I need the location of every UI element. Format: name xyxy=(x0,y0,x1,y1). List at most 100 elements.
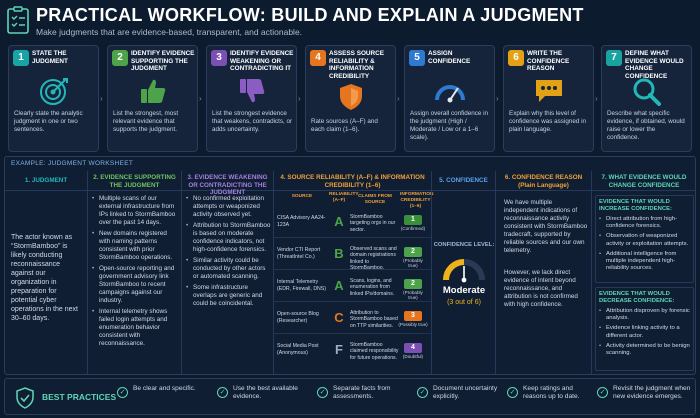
best-practice-item: ✓Document uncertainty explicitly. xyxy=(417,384,511,410)
step-description: Clearly state the analytic judgment in o… xyxy=(14,110,83,133)
confidence-reason-column: 6. CONFIDENCE REASON (Plain Language) We… xyxy=(495,171,591,374)
step-title: IDENTIFY EVIDENCE WEAKENING OR CONTRADIC… xyxy=(230,50,294,73)
source-name: CISA Advisory AA24-123A xyxy=(277,215,326,228)
credibility-label: (Confirmed) xyxy=(400,226,426,231)
decrease-list: Attribution disproven by forensic analys… xyxy=(599,308,690,357)
step-title: DEFINE WHAT EVIDENCE WOULD CHANGE CONFID… xyxy=(625,50,684,80)
list-item: Observation of weaponized activity or ex… xyxy=(599,233,690,247)
credibility-label: (Doubtful) xyxy=(402,354,424,359)
column-heading: 4. SOURCE RELIABILITY (A–F) & INFORMATIO… xyxy=(274,171,431,191)
list-item: Internal telemetry shows failed login at… xyxy=(92,308,179,348)
credibility-badge: 3 xyxy=(404,311,422,321)
step-number: 5 xyxy=(409,50,425,66)
step-title: STATE THE JUDGMENT xyxy=(32,50,68,65)
speech-bubble-icon xyxy=(536,80,562,102)
best-practice-item: ✓Revisit the judgment when new evidence … xyxy=(597,384,695,410)
step-number: 7 xyxy=(606,50,622,66)
step-number: 3 xyxy=(211,50,227,66)
list-item: Additional intelligence from multiple in… xyxy=(599,251,690,273)
confidence-level-label: CONFIDENCE LEVEL: xyxy=(433,242,495,248)
increase-confidence-box: EVIDENCE THAT WOULD INCREASE CONFIDENCE:… xyxy=(595,195,694,283)
source-name: Internal Telemetry (EDR, Firewall, DNS) xyxy=(277,279,326,292)
step-4: 4 ASSESS SOURCE RELIABILITY & INFORMATIO… xyxy=(305,45,396,152)
step-description: Describe what specific evidence, if obta… xyxy=(607,110,685,141)
table-row: CISA Advisory AA24-123A A StormBamboo ta… xyxy=(274,211,431,238)
column-heading: 6. CONFIDENCE REASON (Plain Language) xyxy=(496,171,591,191)
credibility-label: (Probably true) xyxy=(403,258,423,268)
reliability-rating: C xyxy=(334,310,344,325)
column-heading: 1. JUDGMENT xyxy=(5,171,87,191)
source-claim: StormBamboo targeting orgs in our sector… xyxy=(350,214,396,233)
column-heading: 3. EVIDENCE WEAKENING OR CONTRADICTING T… xyxy=(182,171,273,196)
box-heading: EVIDENCE THAT WOULD INCREASE CONFIDENCE: xyxy=(599,199,672,212)
list-item: Similar activity could be conducted by o… xyxy=(186,257,271,281)
heading-line: 6. CONFIDENCE REASON xyxy=(504,174,583,181)
step-1: 1 STATE THE JUDGMENT Clearly state the a… xyxy=(8,45,99,152)
list-item: Multiple scans of our external infrastru… xyxy=(92,195,179,227)
step-number: 2 xyxy=(112,50,128,66)
best-practice-item: ✓Separate facts from assessments. xyxy=(317,384,411,410)
step-description: Assign overall confidence in the judgmen… xyxy=(410,110,489,141)
increase-list: Direct attribution from high-confidence … xyxy=(599,216,690,272)
confidence-reason-paragraph: However, we lack direct evidence of inte… xyxy=(504,269,578,308)
column-heading: 5. CONFIDENCE xyxy=(432,171,495,191)
list-item: Evidence linking activity to a different… xyxy=(599,325,690,339)
source-claim: Attribution to StormBamboo based on TTP … xyxy=(350,310,398,329)
list-item: No confirmed exploitation attempts or we… xyxy=(186,195,271,219)
source-claim: Observed scans and domain registrations … xyxy=(350,246,397,271)
box-heading: EVIDENCE THAT WOULD DECREASE CONFIDENCE: xyxy=(599,291,675,304)
header: PRACTICAL WORKFLOW: BUILD AND EXPLAIN A … xyxy=(6,4,696,42)
step-description: List the strongest, most relevant eviden… xyxy=(113,110,179,133)
subheading-source: SOURCE xyxy=(291,194,313,199)
shield-icon xyxy=(340,84,362,110)
step-title: IDENTIFY EVIDENCE SUPPORTING THE JUDGMEN… xyxy=(131,50,195,73)
step-5: 5 ASSIGN CONFIDENCE Assign overall confi… xyxy=(404,45,495,152)
list-item: Attribution disproven by forensic analys… xyxy=(599,308,690,322)
best-practice-item: ✓Use the best available evidence. xyxy=(217,384,311,410)
page-title: PRACTICAL WORKFLOW: BUILD AND EXPLAIN A … xyxy=(36,5,584,25)
arrow-icon: › xyxy=(595,94,598,103)
arrow-icon: › xyxy=(397,94,400,103)
source-name: Social Media Post (Anonymous) xyxy=(277,343,319,356)
source-name: Vendor CTI Report (ThreatIntel Co.) xyxy=(277,247,321,260)
list-item: Open-source reporting and government adv… xyxy=(92,265,179,305)
step-title: WRITE THE CONFIDENCE REASON xyxy=(527,50,570,73)
source-name: Open-source Blog (Researcher) xyxy=(277,311,319,324)
list-item: Attribution to StormBamboo is based on m… xyxy=(186,222,271,254)
judgment-column: 1. JUDGMENT The actor known as “StormBam… xyxy=(5,171,87,374)
step-number: 1 xyxy=(13,50,29,66)
subheading-claims: CLAIMS FROM SOURCE xyxy=(358,194,392,205)
step-number: 4 xyxy=(310,50,326,66)
arrow-icon: › xyxy=(100,94,103,103)
credibility-label: (Possibly true) xyxy=(398,322,428,327)
search-icon xyxy=(633,78,661,106)
heading-line: (Plain Language) xyxy=(518,181,569,189)
shield-check-icon xyxy=(16,387,34,409)
confidence-level-value: Moderate xyxy=(442,285,486,296)
credibility-badge: 2 xyxy=(404,279,422,289)
checklist-icon xyxy=(7,6,29,34)
check-icon: ✓ xyxy=(217,387,228,398)
credibility-badge: 1 xyxy=(404,215,422,225)
step-number: 6 xyxy=(508,50,524,66)
worksheet-label: EXAMPLE: JUDGMENT WORKSHEET xyxy=(11,160,134,167)
check-icon: ✓ xyxy=(507,387,518,398)
thumbs-up-icon xyxy=(141,79,166,103)
table-row: Social Media Post (Anonymous) F StormBam… xyxy=(274,339,431,366)
check-icon: ✓ xyxy=(117,387,128,398)
step-description: Explain why this level of confidence was… xyxy=(509,110,587,133)
change-evidence-column: 7. WHAT EVIDENCE WOULD CHANGE CONFIDENCE… xyxy=(591,171,696,374)
target-icon xyxy=(40,78,68,105)
confidence-scale: (3 out of 6) xyxy=(447,299,481,306)
best-practices-bar: BEST PRACTICES ✓Be clear and specific. ✓… xyxy=(4,378,696,415)
decrease-confidence-box: EVIDENCE THAT WOULD DECREASE CONFIDENCE:… xyxy=(595,287,694,371)
list-item: Some infrastructure overlaps are generic… xyxy=(186,284,271,308)
credibility-badge: 2 xyxy=(404,247,422,257)
reliability-rating: A xyxy=(334,278,344,293)
credibility-badge: 4 xyxy=(404,343,422,353)
list-item: New domains registered with naming patte… xyxy=(92,230,179,262)
weakening-evidence-list: No confirmed exploitation attempts or we… xyxy=(186,195,271,311)
source-claim: Scans, logins, and enumeration from link… xyxy=(350,278,395,297)
step-3: 3 IDENTIFY EVIDENCE WEAKENING OR CONTRAD… xyxy=(206,45,297,152)
reliability-rating: A xyxy=(334,214,344,229)
